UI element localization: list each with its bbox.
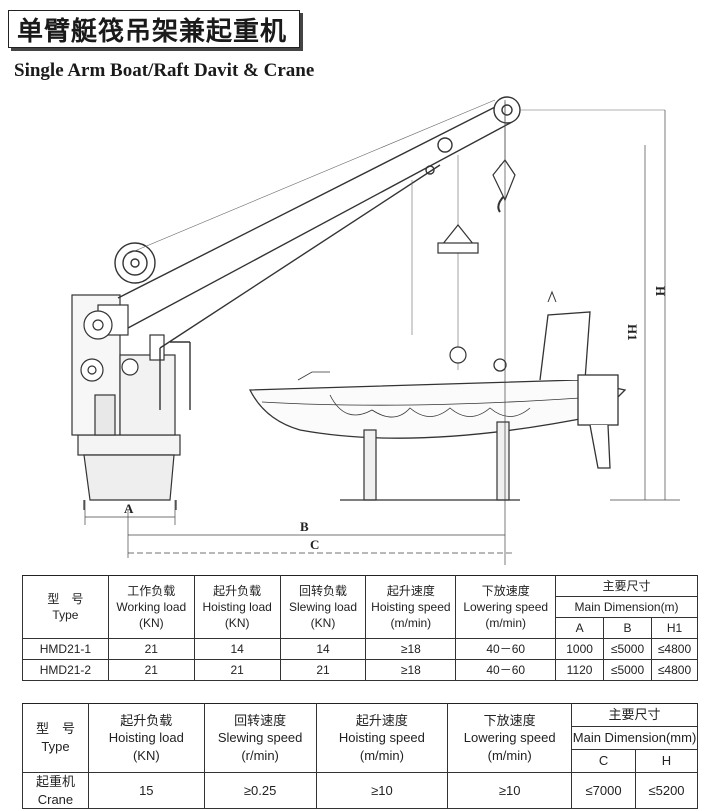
hook-block — [437, 158, 516, 364]
t2-header-main-dimension-en: Main Dimension(mm) — [571, 726, 698, 750]
dim-label-c: C — [310, 537, 319, 552]
table-row: HMD21-2 21 21 21 ≥18 40－60 1120 ≤5000 ≤4… — [22, 659, 699, 681]
t2-header-main-dimension: 主要尺寸 — [571, 703, 698, 727]
machinery-house — [71, 294, 176, 436]
dim-label-b: B — [300, 519, 309, 534]
t1-col-a: A — [555, 617, 605, 639]
t2-col-h: H — [635, 749, 698, 773]
page-subtitle: Single Arm Boat/Raft Davit & Crane — [14, 60, 315, 81]
dim-label-a: A — [124, 501, 134, 516]
dim-label-h1: H1 — [625, 324, 640, 341]
dimension-lines — [84, 100, 680, 565]
boom — [114, 96, 521, 410]
t1-col-b: B — [603, 617, 652, 639]
t2-col-c: C — [571, 749, 636, 773]
table-row: HMD21-1 21 14 14 ≥18 40－60 1000 ≤5000 ≤4… — [22, 638, 699, 660]
davit-crane-drawing: A B C H H1 — [71, 96, 680, 565]
t1-header-main-dimension-en: Main Dimension(m) — [555, 596, 698, 618]
t1-col-h1: H1 — [650, 617, 699, 639]
t1-header-main-dimension: 主要尺寸 — [555, 575, 698, 597]
boat-stands — [340, 421, 520, 501]
dim-label-h: H — [653, 286, 668, 296]
pedestal — [77, 434, 181, 510]
page-title: 单臂艇筏吊架兼起重机 — [8, 10, 300, 48]
boat — [248, 290, 627, 469]
